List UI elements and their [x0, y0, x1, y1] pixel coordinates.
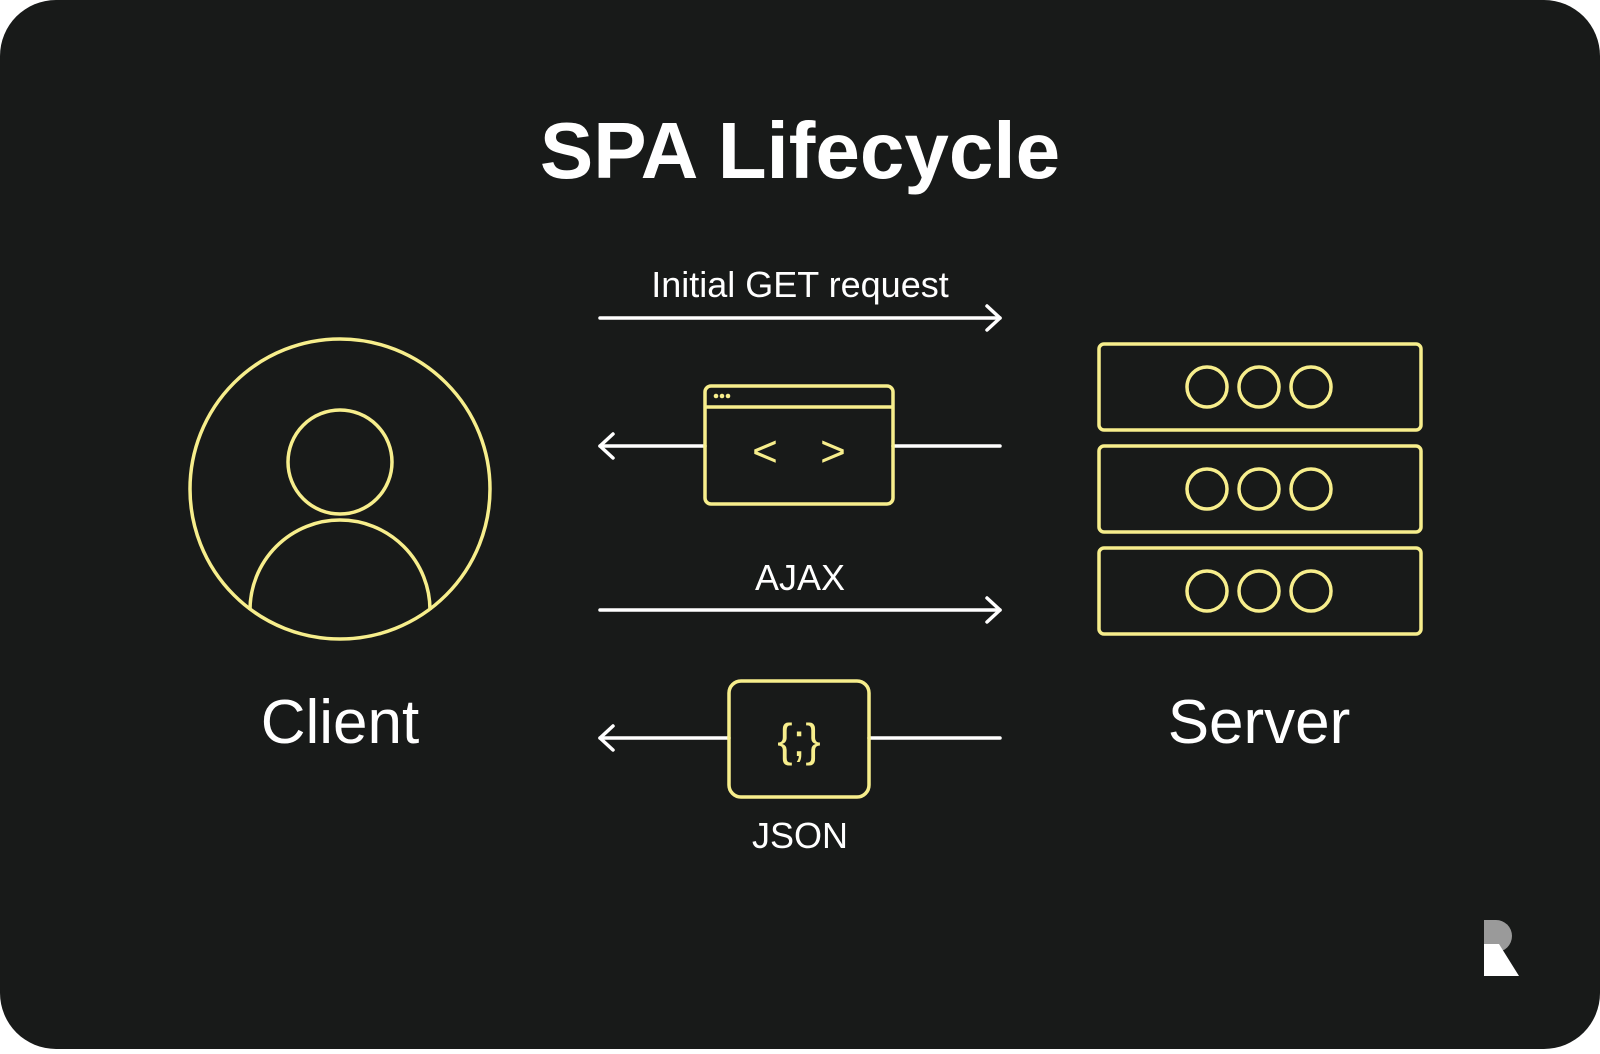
- initial-get-label: Initial GET request: [651, 264, 948, 305]
- arrow-left-icon: [598, 724, 1002, 752]
- json-glyph: {;}: [777, 714, 821, 766]
- server-unit: [1097, 546, 1423, 636]
- code-bracket-left: <: [752, 427, 778, 476]
- server-label: Server: [1168, 688, 1351, 757]
- arrow-right-icon: [598, 304, 1002, 332]
- diagram-title: SPA Lifecycle: [540, 106, 1060, 195]
- json-label: JSON: [752, 815, 848, 856]
- client-label: Client: [261, 688, 420, 757]
- code-bracket-right: >: [820, 427, 846, 476]
- server-unit: [1097, 444, 1423, 534]
- arrow-left-icon: [598, 432, 1002, 460]
- server-rack-icon: [1097, 342, 1423, 636]
- browser-code-window-icon: < >: [703, 384, 895, 506]
- json-braces-icon: {;}: [727, 679, 871, 799]
- server-unit: [1097, 342, 1423, 432]
- brand-logo-icon: [1484, 920, 1519, 976]
- arrow-right-icon: [598, 596, 1002, 624]
- user-avatar-icon: [188, 337, 492, 641]
- ajax-label: AJAX: [755, 557, 845, 598]
